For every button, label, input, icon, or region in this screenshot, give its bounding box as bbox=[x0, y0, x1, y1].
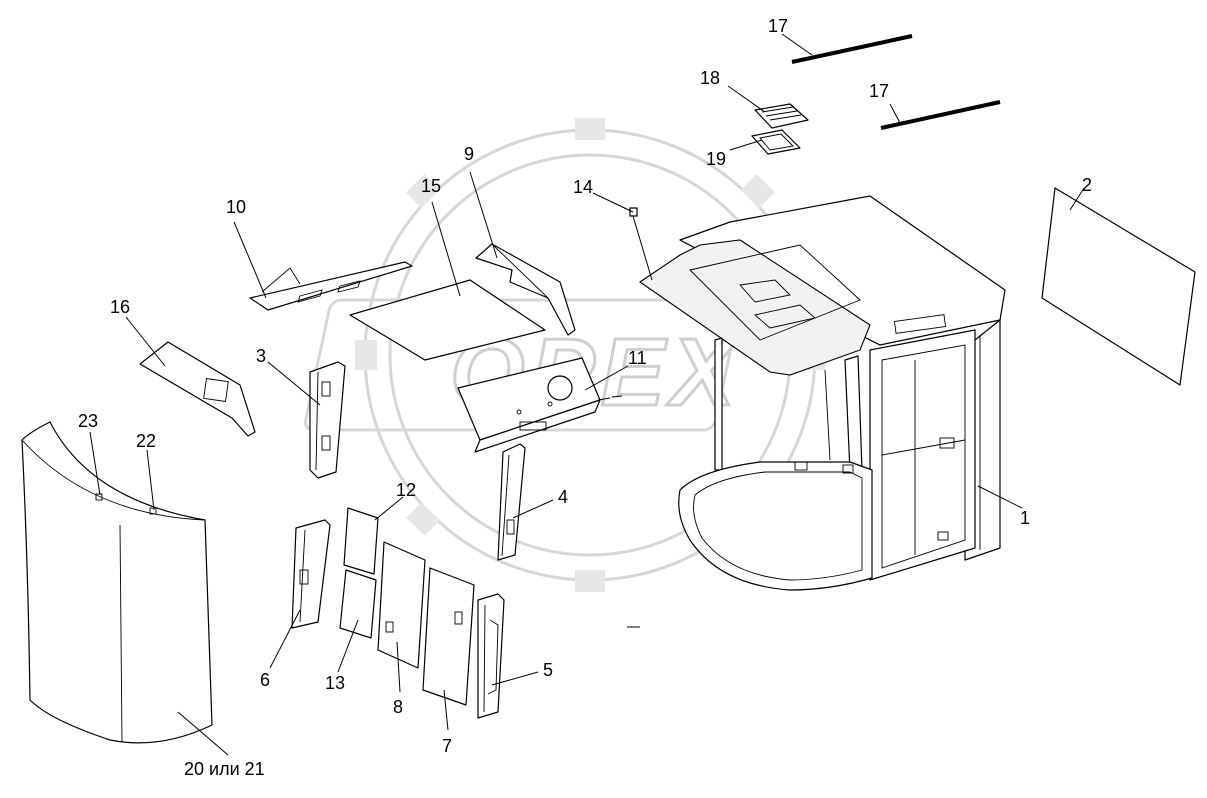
part-14-fastener bbox=[629, 207, 638, 217]
part-6-pillar-trim bbox=[291, 519, 331, 629]
cab-floor-frame bbox=[678, 461, 873, 591]
callout-17-lower: 17 bbox=[869, 81, 889, 101]
part-10-trim-bar bbox=[249, 261, 413, 311]
callout-4: 4 bbox=[558, 487, 568, 507]
part-17-seal-strip-lower bbox=[880, 100, 1001, 130]
callout-16: 16 bbox=[110, 297, 130, 317]
part-23-clip bbox=[95, 493, 103, 501]
part-20-21-curved-door bbox=[21, 421, 213, 744]
callout-20-21: 20 или 21 bbox=[184, 759, 265, 779]
part-4-pillar-trim bbox=[497, 443, 526, 561]
part-8-panel bbox=[377, 541, 426, 669]
part-9-bracket bbox=[475, 243, 576, 336]
part-1-cab-frame bbox=[639, 195, 1006, 591]
callout-labels: 17 17 18 19 2 14 9 15 10 16 3 11 4 1 12 … bbox=[78, 16, 1092, 779]
callout-6: 6 bbox=[260, 670, 270, 690]
callout-8: 8 bbox=[393, 697, 403, 717]
part-2-rear-glass bbox=[1041, 187, 1196, 386]
callout-14: 14 bbox=[573, 177, 593, 197]
part-22-clip bbox=[149, 507, 157, 515]
part-5-pillar-trim bbox=[477, 593, 505, 719]
part-12-small-panel bbox=[343, 507, 379, 575]
callout-17-upper: 17 bbox=[768, 16, 788, 36]
part-15-roof-liner bbox=[349, 279, 546, 361]
console-round-hole bbox=[547, 375, 573, 401]
callout-13: 13 bbox=[325, 673, 345, 693]
part-16-panel bbox=[139, 341, 256, 437]
part-19-vent-frame bbox=[751, 129, 801, 155]
callout-3: 3 bbox=[256, 346, 266, 366]
cab-front-pillar-right bbox=[844, 355, 863, 473]
callout-22: 22 bbox=[136, 431, 156, 451]
part-13-small-panel bbox=[339, 569, 377, 639]
callout-2: 2 bbox=[1082, 175, 1092, 195]
callout-23: 23 bbox=[78, 411, 98, 431]
part-11-console bbox=[457, 357, 623, 453]
callout-11: 11 bbox=[628, 348, 647, 368]
callout-7: 7 bbox=[442, 736, 452, 756]
callout-9: 9 bbox=[464, 144, 474, 164]
cab-side-frame bbox=[869, 329, 976, 581]
cab-front-pillar-left bbox=[714, 337, 723, 471]
callout-18: 18 bbox=[700, 68, 720, 88]
part-18-vent-grille bbox=[754, 103, 809, 129]
callout-1: 1 bbox=[1020, 508, 1030, 528]
part-17-seal-strip-upper bbox=[791, 34, 913, 64]
callout-15: 15 bbox=[421, 176, 441, 196]
callout-10: 10 bbox=[226, 197, 246, 217]
callout-12: 12 bbox=[396, 480, 416, 500]
callout-19: 19 bbox=[706, 149, 726, 169]
part-3-pillar-trim bbox=[309, 361, 346, 479]
callout-5: 5 bbox=[543, 660, 553, 680]
part-7-panel bbox=[422, 567, 475, 706]
leader-lines bbox=[89, 33, 1085, 756]
cab-roof-underside bbox=[639, 239, 871, 376]
